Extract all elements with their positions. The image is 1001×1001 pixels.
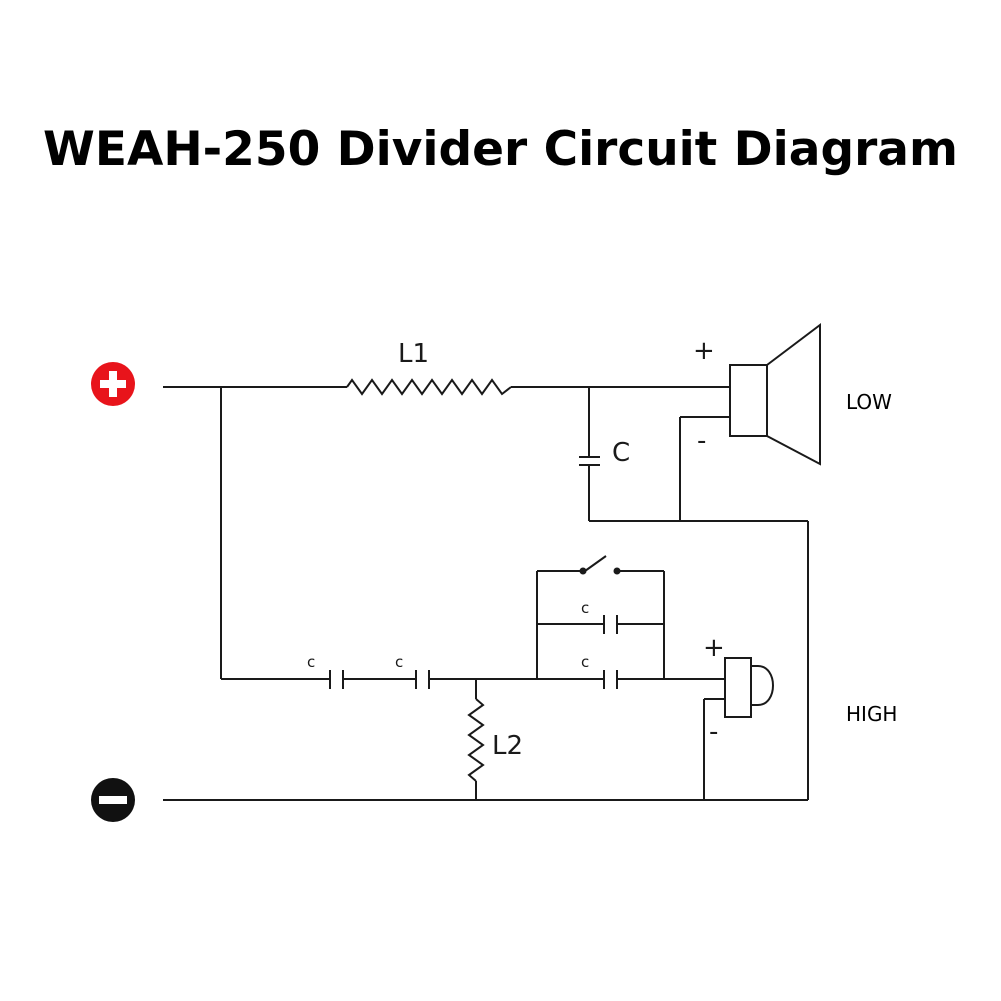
high-speaker-plus-sign: + — [703, 633, 725, 663]
high-return-wiring — [703, 698, 725, 800]
capacitor-series-1 — [329, 670, 344, 689]
capacitor-parallel-bottom — [603, 670, 618, 689]
positive-terminal-icon — [91, 362, 135, 406]
diagram-title: WEAH-250 Divider Circuit Diagram — [43, 122, 958, 177]
inductor-l2 — [467, 679, 485, 800]
positive-rail — [163, 386, 730, 679]
capacitor-parallel-bottom-label: c — [581, 653, 589, 671]
tweeter-speaker-icon — [724, 657, 774, 718]
inductor-l2-label: L2 — [492, 731, 523, 761]
low-speaker-label: LOW — [846, 390, 892, 414]
switch-icon — [579, 555, 621, 575]
high-speaker-minus-sign: - — [709, 717, 718, 747]
capacitor-parallel-top — [603, 615, 618, 634]
low-speaker-minus-sign: - — [697, 426, 706, 456]
woofer-speaker-icon — [729, 322, 821, 466]
capacitor-series-1-label: c — [307, 653, 315, 671]
high-speaker-label: HIGH — [846, 702, 897, 726]
inductor-l1-label: L1 — [398, 339, 429, 369]
capacitor-parallel-top-label: c — [581, 599, 589, 617]
low-speaker-plus-sign: + — [693, 336, 715, 366]
capacitor-c-low-label: C — [612, 438, 630, 468]
capacitor-series-2-label: c — [395, 653, 403, 671]
parallel-network-wiring — [536, 570, 725, 680]
low-return-wiring — [589, 416, 809, 800]
negative-terminal-icon — [91, 778, 135, 822]
inductor-l1 — [346, 378, 512, 396]
capacitor-series-2 — [415, 670, 430, 689]
capacitor-c-low — [579, 387, 600, 521]
